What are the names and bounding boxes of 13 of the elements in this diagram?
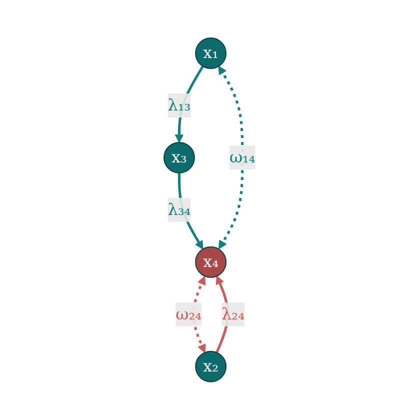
node-circle: x₁	[195, 38, 227, 70]
arrow	[175, 66, 204, 143]
node-circle: x₂	[195, 350, 227, 382]
arrow	[216, 276, 230, 354]
edge-label: λ₂₄	[222, 304, 245, 324]
node-circle: x₃	[164, 142, 196, 174]
edge-label: ω₂₄	[176, 304, 202, 324]
edge-label: ω₁₄	[230, 148, 256, 167]
arrow	[218, 66, 244, 250]
edge-label: λ₃₄	[168, 200, 192, 219]
node-circle: x₄	[195, 246, 227, 278]
edge-label: λ₁₃	[168, 96, 192, 115]
arrow	[178, 173, 204, 250]
